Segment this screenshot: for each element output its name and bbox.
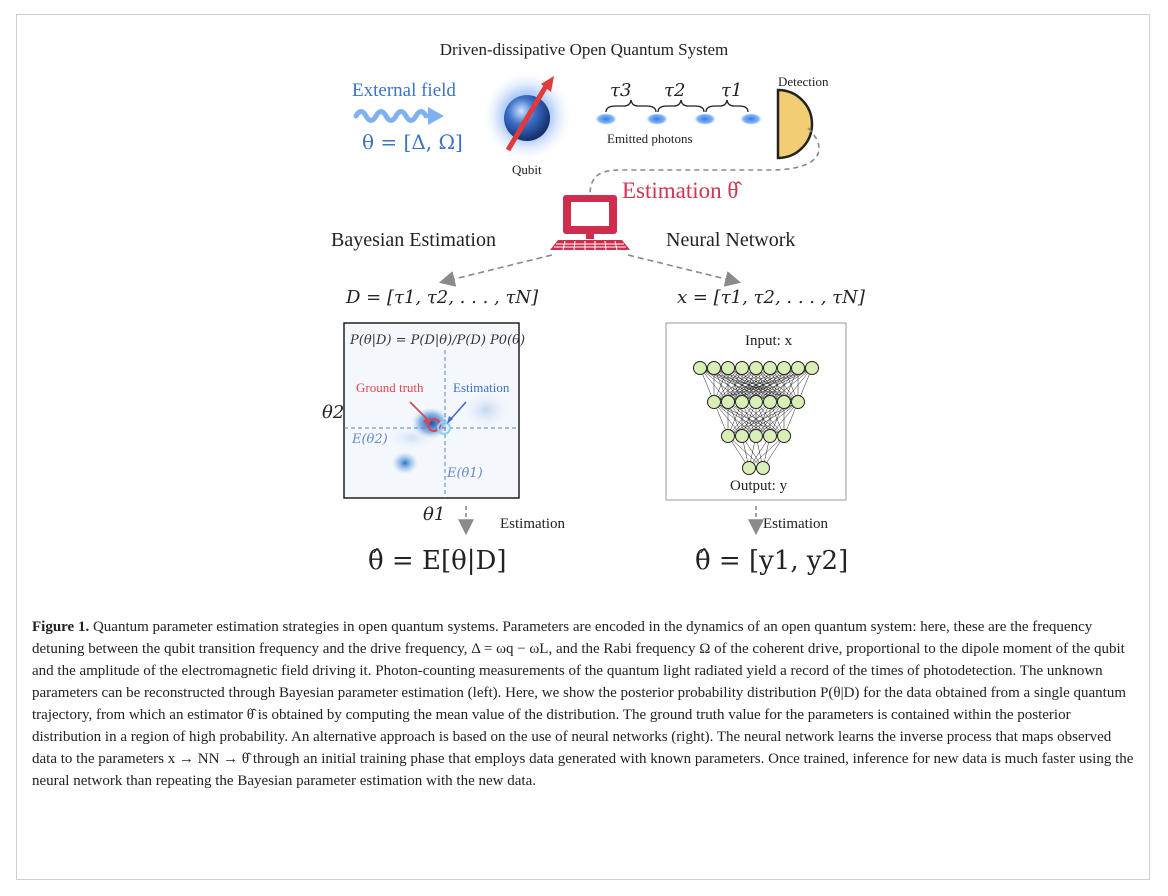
external-field-wave <box>353 107 444 125</box>
nn-output-label: Output: y <box>730 478 788 494</box>
nn-edge <box>727 401 757 437</box>
data-equation: D = [τ1, τ2, . . . , τN] <box>346 287 539 308</box>
nn-node <box>749 429 763 443</box>
theta1-axis-label: θ1 <box>423 504 446 525</box>
figure-graphics <box>343 70 847 536</box>
nn-node <box>791 361 805 375</box>
detection-label: Detection <box>778 74 829 89</box>
tau-3-label: τ3 <box>610 80 631 101</box>
neural-network-label: Neural Network <box>666 229 796 251</box>
nn-edge <box>769 401 799 437</box>
tau-2-text: τ2 <box>664 80 686 101</box>
figure-frame <box>16 14 1150 880</box>
nn-nodes <box>693 361 819 475</box>
nn-node <box>756 461 770 475</box>
nn-node <box>735 361 749 375</box>
arrow-to-bayesian <box>438 254 553 287</box>
nn-edge <box>748 435 785 469</box>
nn-edge <box>755 367 813 403</box>
input-equation: x = [τ1, τ2, . . . , τN] <box>677 287 865 308</box>
figure-title: Driven-dissipative Open Quantum System <box>439 40 729 59</box>
e-theta1-label: E(θ1) <box>447 466 483 481</box>
nn-node <box>735 395 749 409</box>
ground-truth-label: Ground truth <box>356 380 424 395</box>
nn-node <box>777 361 791 375</box>
estimation-arrow-label-right: Estimation <box>763 516 828 532</box>
posterior-plot <box>343 322 520 499</box>
nn-edge <box>727 401 771 437</box>
tau-2-label: τ2 <box>664 80 685 101</box>
theta-equation-text: θ = [Δ, Ω] <box>362 130 463 154</box>
nn-edge <box>713 367 743 403</box>
caption-text: Quantum parameter estimation strategies … <box>32 619 1134 789</box>
emitted-photons-label: Emitted photons <box>607 131 693 146</box>
external-field-label: External field <box>352 80 456 101</box>
nn-node <box>721 361 735 375</box>
bayesian-estimation-label: Bayesian Estimation <box>331 229 496 251</box>
nn-edge <box>783 367 813 403</box>
nn-node <box>777 395 791 409</box>
nn-node <box>805 361 819 375</box>
theta2-axis-label: θ2 <box>322 402 345 423</box>
estimation-arrow-label-left: Estimation <box>500 516 565 532</box>
nn-node <box>707 395 721 409</box>
computer-icon <box>550 195 630 251</box>
nn-node <box>791 395 805 409</box>
nn-node <box>777 429 791 443</box>
nn-node <box>707 361 721 375</box>
qubit-sphere <box>481 70 573 162</box>
result-neural-network: θ̂ = [y1, y2] <box>695 546 849 576</box>
qubit-label: Qubit <box>512 162 542 177</box>
tau-1-label: τ1 <box>721 80 742 101</box>
nn-input-label: Input: x <box>745 333 793 349</box>
caption-label: Figure 1. <box>32 619 90 635</box>
estimation-label: Estimation θ̂ <box>622 178 739 203</box>
tau-3-text: τ3 <box>610 80 632 101</box>
arrow-to-nn <box>627 254 742 287</box>
nn-node <box>693 361 707 375</box>
nn-node <box>763 395 777 409</box>
nn-node <box>749 361 763 375</box>
nn-edge <box>713 367 757 403</box>
nn-node <box>742 461 756 475</box>
nn-node <box>735 429 749 443</box>
e-theta2-label: E(θ2) <box>352 432 388 447</box>
figure-caption: Figure 1. Quantum parameter estimation s… <box>32 616 1138 792</box>
nn-edge <box>727 401 785 437</box>
nn-node <box>721 395 735 409</box>
nn-node <box>721 429 735 443</box>
detector-cable <box>589 127 820 197</box>
nn-node <box>763 429 777 443</box>
nn-edge <box>769 367 813 403</box>
nn-edge <box>741 401 799 437</box>
nn-node <box>749 395 763 409</box>
result-bayesian: θ̂ = E[θ|D] <box>368 546 507 576</box>
tau-1-text: τ1 <box>721 80 743 101</box>
posterior-formula: P(θ|D) = P(D|θ)/P(D) P0(θ) <box>350 333 526 348</box>
emitted-photons <box>595 99 762 125</box>
plot-estimation-label: Estimation <box>453 380 510 395</box>
detector-icon <box>776 88 814 160</box>
nn-edge <box>755 401 799 437</box>
nn-node <box>763 361 777 375</box>
theta-equation: θ = [Δ, Ω] <box>362 130 463 154</box>
nn-edge <box>713 367 771 403</box>
